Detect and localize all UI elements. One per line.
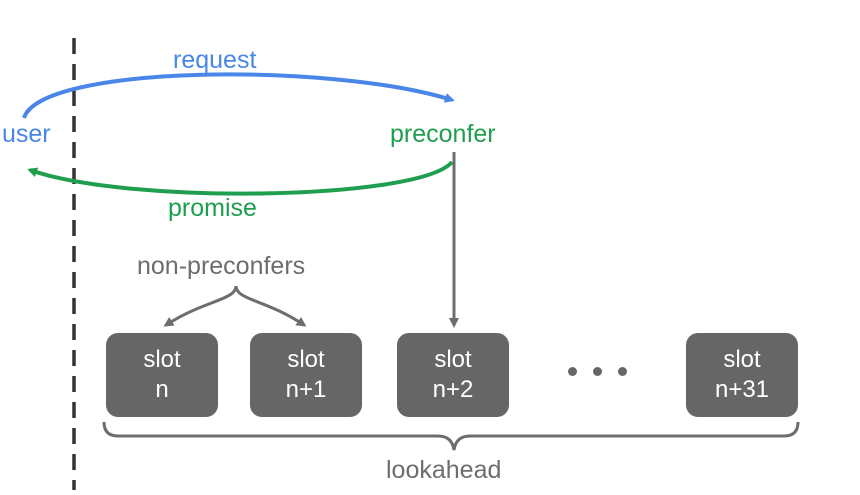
ellipsis-dot <box>618 367 627 376</box>
request-arrow <box>22 72 455 119</box>
slot-index: n+2 <box>432 376 474 403</box>
slot-title: slot <box>723 346 761 373</box>
non-preconfers-brace-left <box>163 285 238 327</box>
slot-n-plus-2: slot n+2 <box>397 333 509 417</box>
slot-title: slot <box>287 346 325 373</box>
lookahead-brace <box>102 421 800 451</box>
preconfer-label: preconfer <box>390 120 496 148</box>
ellipsis-dot <box>593 367 602 376</box>
lookahead-label: lookahead <box>386 456 502 484</box>
promise-label: promise <box>168 194 257 222</box>
slot-n-plus-31: slot n+31 <box>686 333 798 417</box>
promise-arrow <box>27 160 454 196</box>
user-label: user <box>2 120 51 148</box>
slot-n-plus-1: slot n+1 <box>250 333 362 417</box>
slot-n: slot n <box>106 333 218 417</box>
non-preconfers-brace-right <box>234 285 307 327</box>
slots-ellipsis <box>568 367 627 376</box>
request-label: request <box>173 46 257 74</box>
slot-index: n+1 <box>285 376 327 403</box>
slot-index: n <box>155 376 169 403</box>
slot-index: n+31 <box>714 376 770 403</box>
non-preconfers-label: non-preconfers <box>137 252 306 280</box>
ellipsis-dot <box>568 367 577 376</box>
slot-title: slot <box>143 346 181 373</box>
slot-title: slot <box>434 346 472 373</box>
